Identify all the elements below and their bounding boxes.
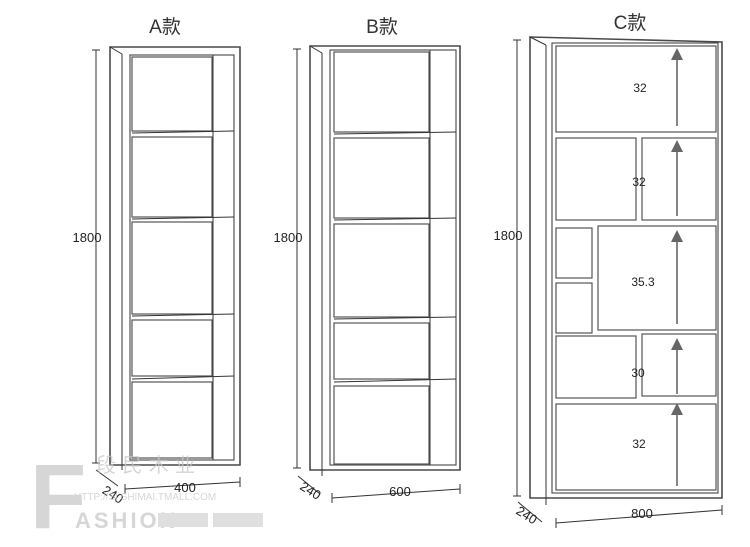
model-a-title: A款: [149, 16, 181, 38]
watermark-url: HTTP://SI SHIMAI.TMALL.COM: [74, 492, 216, 503]
brand-watermark: F ASHION HTTP://SI SHIMAI.TMALL.COM 段 民 …: [30, 446, 263, 547]
watermark-stamp-1: [158, 513, 208, 527]
model-b-depth: 240: [297, 479, 323, 503]
model-c-width: 800: [631, 506, 653, 521]
model-a-height: 1800: [73, 230, 102, 245]
model-b-height: 1800: [274, 230, 303, 245]
model-c-shelf-2-height: 32: [632, 175, 646, 189]
model-c-shelf-1-height: 32: [633, 81, 647, 95]
model-b: B款 1800 240 600: [274, 16, 461, 503]
model-c-title: C款: [614, 12, 647, 34]
watermark-cjk: 段 民 木 业: [96, 453, 195, 477]
watermark-letter: F: [30, 446, 86, 547]
model-a-width: 400: [174, 480, 196, 495]
model-c-shelf-4-height: 30: [631, 366, 645, 380]
model-c-depth: 240: [514, 503, 540, 527]
model-c-shelf-5-height: 32: [632, 437, 646, 451]
model-c: C款 32 32 35.3 30 32: [494, 12, 723, 528]
model-c-shelf-3-height: 35.3: [631, 275, 655, 289]
model-b-width: 600: [389, 484, 411, 499]
model-b-title: B款: [366, 16, 398, 38]
watermark-stamp-2: [213, 513, 263, 527]
model-a: A款 1800 240 400: [73, 16, 241, 507]
model-c-height: 1800: [494, 228, 523, 243]
